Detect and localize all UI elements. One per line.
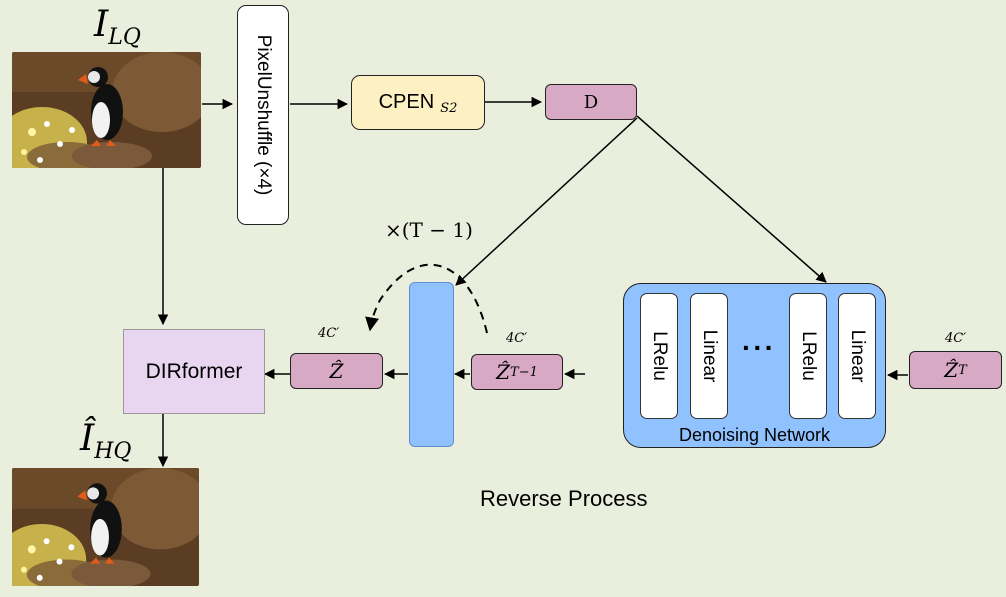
output-label-subscript: HQ [94,439,132,465]
denoise-layer-linear-2: Linear [838,293,876,419]
z-hat-block: Ẑ [290,353,383,389]
loop-dashed-arrow [365,263,488,334]
puffin-photo-high-quality [12,468,199,586]
denoise-layer-linear-1: Linear [690,293,728,419]
puffin-photo-low-quality [12,52,201,168]
input-label-subscript: LQ [108,25,141,51]
arrow-d-to-bar [455,117,638,286]
z-hat-t1-label: Ẑ [496,360,511,384]
denoise-layer-label: LRelu [798,331,819,381]
cpen-block: CPEN S2 [351,75,485,130]
input-label: ILQ [94,4,141,51]
z-hat-t1-subscript: T−1 [510,364,538,380]
z-hat-dim-label: 4C′ [318,326,340,341]
z-hat-t1-dim-label: 4C′ [506,331,528,346]
denoising-network-title: Denoising Network [678,425,831,445]
z-hat-t-label: Ẑ [944,358,959,382]
z-hat-t-subscript: T [958,362,967,378]
cpen-subscript: S2 [440,101,458,116]
z-hat-t-dim-label: 4C′ [945,331,967,346]
loop-label: ×(T − 1) [385,218,473,242]
denoise-layer-label: LRelu [649,331,670,381]
denoise-layer-lrelu-2: LRelu [789,293,827,419]
noise-predictor-bar [409,282,454,447]
reverse-process-caption: Reverse Process [480,486,648,511]
dirformer-label: DIRformer [145,359,243,383]
output-image [12,468,199,586]
d-label: D [583,91,599,113]
denoise-layer-label: Linear [699,329,720,383]
pixel-unshuffle-block: PixelUnshuffle (×4) [237,5,289,225]
denoise-layer-label: Linear [847,329,868,383]
z-hat-label: Ẑ [329,359,344,383]
output-label: ÎHQ [80,418,132,465]
denoise-ellipsis: ··· [742,332,776,363]
denoise-layer-lrelu-1: LRelu [640,293,678,419]
cpen-label: CPEN [378,91,435,113]
dirformer-block: DIRformer [123,329,265,414]
denoising-network: LRelu Linear ··· LRelu Linear Denoising … [623,283,886,448]
arrow-d-to-denoise [636,115,827,283]
input-image [12,52,201,168]
pixel-unshuffle-label: PixelUnshuffle (×4) [253,34,274,196]
d-block: D [545,84,637,120]
